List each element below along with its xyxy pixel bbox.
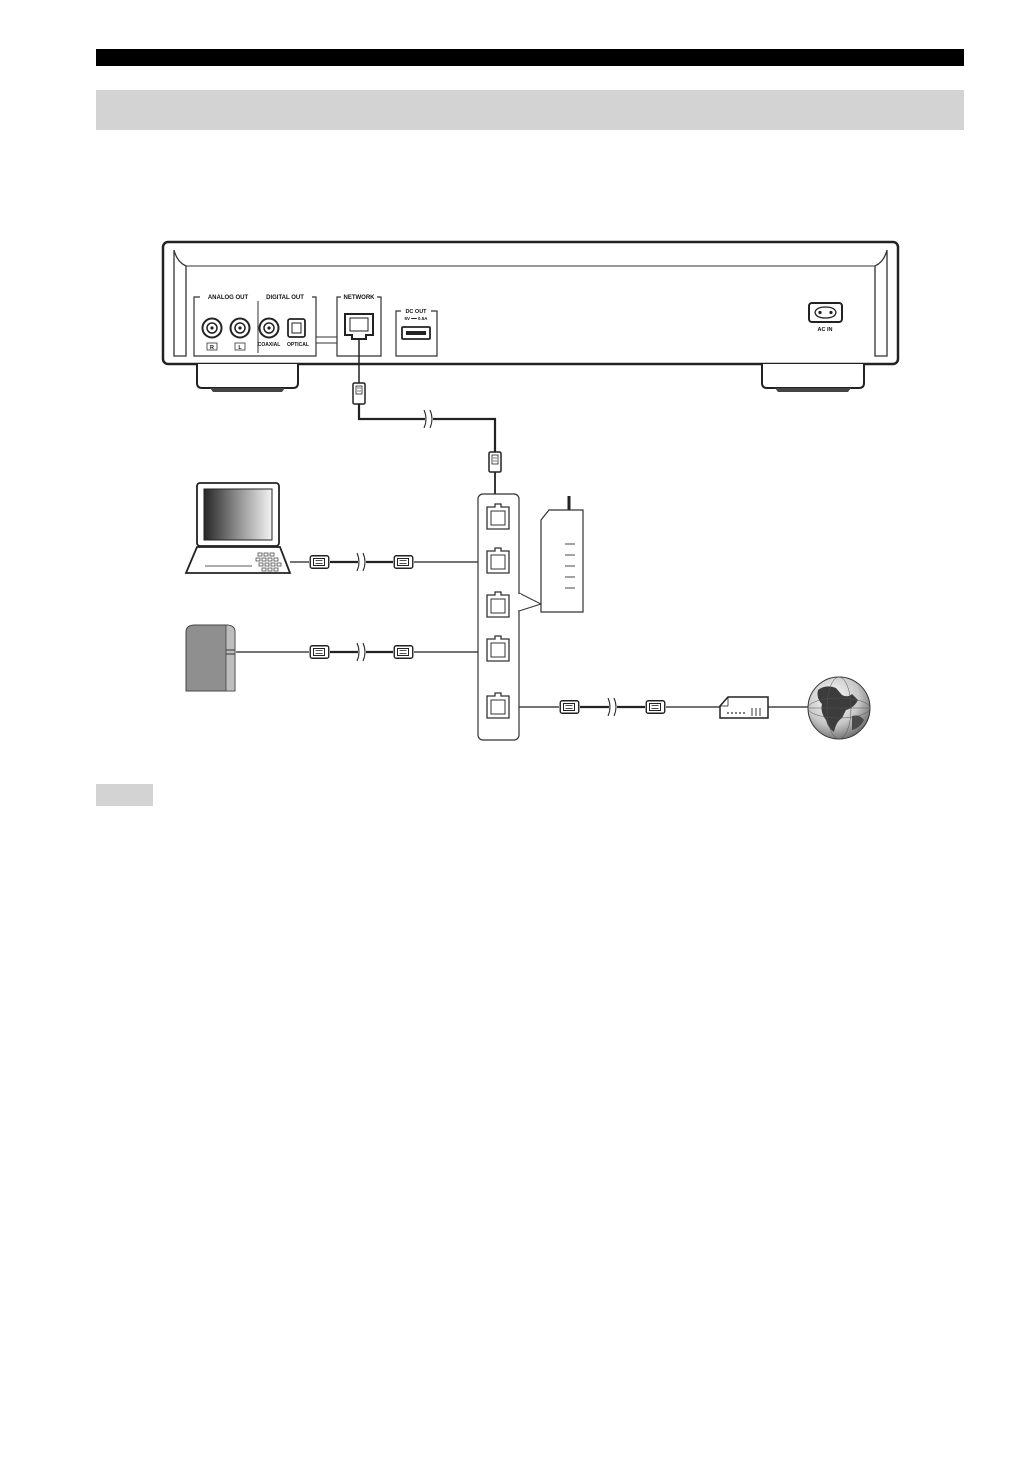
lan-plug-nas-hub: [394, 646, 413, 659]
lan-plug-nas: [310, 646, 329, 659]
laptop-icon: [186, 483, 290, 573]
coaxial-out-jack[interactable]: [260, 319, 279, 338]
player-foot-left: [197, 364, 298, 392]
notes-label-box: [96, 784, 153, 806]
optical-label: OPTICAL: [287, 342, 309, 348]
dc-out-rating: 5V ━━ 0.5A: [405, 316, 429, 321]
cables: [236, 340, 808, 716]
analog-out-r-jack[interactable]: [203, 319, 222, 338]
dc-out-label: DC OUT: [405, 309, 427, 315]
usb-port[interactable]: [402, 327, 430, 339]
network-hub-icon: [478, 494, 541, 740]
lan-plug-modem: [646, 701, 665, 714]
lan-plug-laptop-hub: [394, 556, 413, 569]
analog-out-l-jack[interactable]: [231, 319, 250, 338]
lan-plug-hub-wan: [560, 701, 579, 714]
network-lan-port[interactable]: [345, 314, 373, 339]
ac-in-label: AC IN: [818, 327, 833, 333]
lan-plug-player: [353, 383, 365, 404]
player-foot-right: [762, 364, 864, 392]
player-rear-panel: ANALOG OUT DIGITAL OUT R L COAXIAL OPTIC…: [163, 242, 898, 392]
network-label: NETWORK: [344, 295, 376, 301]
globe-icon: [808, 677, 870, 739]
digital-out-label: DIGITAL OUT: [266, 295, 304, 301]
nas-server-icon: [186, 625, 235, 691]
ac-in-inlet[interactable]: [809, 303, 842, 322]
wireless-router-icon: [541, 496, 583, 612]
lan-plug-hub-uplink: [489, 452, 501, 472]
optical-out-jack[interactable]: [288, 319, 305, 337]
lan-plug-laptop: [310, 556, 329, 569]
analog-out-label: ANALOG OUT: [208, 295, 249, 301]
modem-icon: [720, 697, 768, 718]
coaxial-label: COAXIAL: [258, 342, 281, 348]
analog-right-label: R: [210, 345, 214, 351]
